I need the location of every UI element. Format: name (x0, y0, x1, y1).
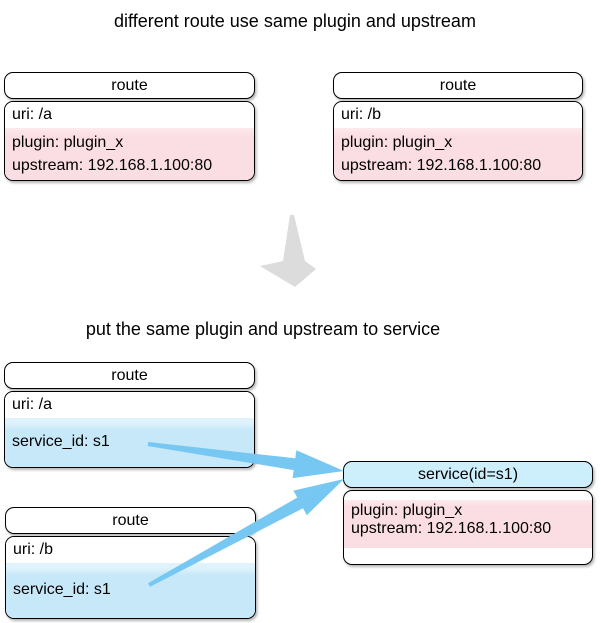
upstream-row: upstream: 192.168.1.100:80 (12, 156, 213, 174)
service-id-row: service_id: s1 (12, 433, 110, 450)
uri-row: uri: /b (334, 101, 582, 128)
route-box-top-right: route uri: /b plugin: plugin_x upstream:… (333, 72, 583, 181)
route-box-bottom-a: route uri: /a service_id: s1 (4, 362, 255, 468)
plugin-row: plugin: plugin_x (351, 501, 463, 519)
upstream-row: upstream: 192.168.1.100:80 (341, 156, 542, 174)
service-id-row: service_id: s1 (13, 581, 111, 598)
route-box-title: route (111, 76, 148, 94)
uri-row: uri: /a (5, 391, 254, 418)
route-box-body: uri: /b plugin: plugin_x upstream: 192.1… (333, 100, 583, 181)
route-box-body: uri: /b service_id: s1 (5, 535, 256, 619)
service-id-section: service_id: s1 (5, 417, 254, 467)
route-box-title: route (439, 76, 477, 94)
plugin-upstream-section: plugin: plugin_x upstream: 192.168.1.100… (334, 127, 582, 180)
route-box-title: route (111, 366, 148, 384)
route-box-body: uri: /a service_id: s1 (4, 390, 255, 468)
transform-down-arrow-icon (260, 215, 316, 287)
route-box-header: route (5, 507, 256, 534)
service-id-section: service_id: s1 (6, 562, 255, 618)
route-box-header: route (333, 72, 583, 99)
plugin-upstream-section: plugin: plugin_x upstream: 192.168.1.100… (5, 127, 254, 180)
uri-row: uri: /a (5, 101, 254, 128)
service-box-body: plugin: plugin_x upstream: 192.168.1.100… (343, 489, 593, 565)
route-box-header: route (4, 72, 255, 99)
plugin-row: plugin: plugin_x (12, 133, 124, 151)
service-box-title: service(id=s1) (417, 465, 519, 483)
service-box-header: service(id=s1) (343, 461, 593, 488)
route-box-header: route (4, 362, 255, 389)
top-section-title: different route use same plugin and upst… (114, 11, 476, 31)
uri-row: uri: /b (6, 536, 255, 563)
route-box-bottom-b: route uri: /b service_id: s1 (5, 507, 256, 619)
route-box-top-left: route uri: /a plugin: plugin_x upstream:… (4, 72, 255, 181)
service-box: service(id=s1) plugin: plugin_x upstream… (343, 461, 593, 565)
bottom-section-title: put the same plugin and upstream to serv… (85, 319, 441, 339)
route-box-title: route (112, 511, 149, 529)
upstream-row: upstream: 192.168.1.100:80 (351, 519, 552, 537)
plugin-upstream-section: plugin: plugin_x upstream: 192.168.1.100… (344, 499, 592, 548)
route-box-body: uri: /a plugin: plugin_x upstream: 192.1… (4, 100, 255, 181)
plugin-row: plugin: plugin_x (341, 133, 453, 151)
